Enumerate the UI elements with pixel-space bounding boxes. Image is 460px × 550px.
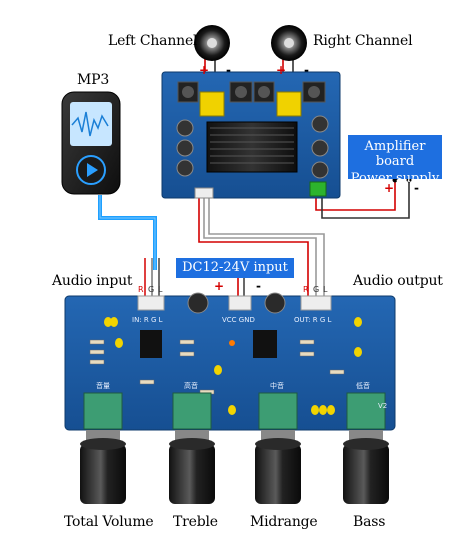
output-letter-g: G: [313, 285, 319, 294]
midrange-label: Midrange: [250, 514, 318, 530]
amplifier-box-line1: Amplifier board: [364, 139, 426, 169]
pcb-bass-cn: 低音: [356, 381, 370, 390]
right-speaker: [271, 25, 307, 61]
pcb-out-label: OUT: R G L: [294, 316, 331, 324]
dc-plus: +: [214, 279, 224, 293]
knob-treble: [169, 430, 215, 504]
dc-input-box: DC12-24V input: [176, 258, 294, 278]
knob-bass: [343, 430, 389, 504]
output-letter-r: R: [303, 285, 309, 294]
left-speaker-plus: +: [199, 63, 209, 77]
preamp-board: [64, 292, 396, 431]
amp-to-output-wires: [198, 196, 325, 300]
audio-output-label: Audio output: [353, 273, 443, 289]
psu-minus: -: [414, 181, 419, 195]
pcb-vcc-gnd-label: VCC GND: [222, 316, 255, 324]
right-speaker-minus: -: [304, 63, 309, 77]
left-channel-label: Left Channel: [108, 33, 198, 49]
audio-input-label: Audio input: [52, 273, 133, 289]
pcb-volume-cn: 音量: [96, 381, 110, 390]
output-letter-l: L: [323, 285, 328, 294]
input-letter-g: G: [148, 285, 154, 294]
mp3-label: MP3: [77, 72, 110, 88]
pcb-mid-cn: 中音: [270, 381, 284, 390]
bass-label: Bass: [353, 514, 386, 530]
mp3-audio-cable: [98, 195, 157, 270]
left-speaker: [194, 25, 230, 61]
input-letter-r: R: [138, 285, 144, 294]
treble-label: Treble: [173, 514, 218, 530]
total-volume-label: Total Volume: [64, 514, 154, 530]
amplifier-power-box: Amplifier board Power supply: [348, 135, 442, 186]
mp3-player: [61, 91, 121, 195]
right-channel-label: Right Channel: [313, 33, 413, 49]
pcb-treble-cn: 高音: [184, 381, 198, 390]
input-letter-l: L: [158, 285, 163, 294]
knob-midrange: [255, 430, 301, 504]
audio-input-wires: [144, 258, 160, 300]
amplifier-board: [161, 71, 341, 199]
amplifier-box-line2: Power supply: [350, 171, 440, 186]
pcb-version: V2: [378, 402, 387, 410]
left-speaker-minus: -: [226, 63, 231, 77]
knob-total-volume: [80, 430, 126, 504]
right-speaker-plus: +: [276, 63, 286, 77]
dc-minus: -: [256, 279, 261, 293]
pcb-in-label: IN: R G L: [132, 316, 163, 324]
psu-plus: +: [384, 181, 394, 195]
